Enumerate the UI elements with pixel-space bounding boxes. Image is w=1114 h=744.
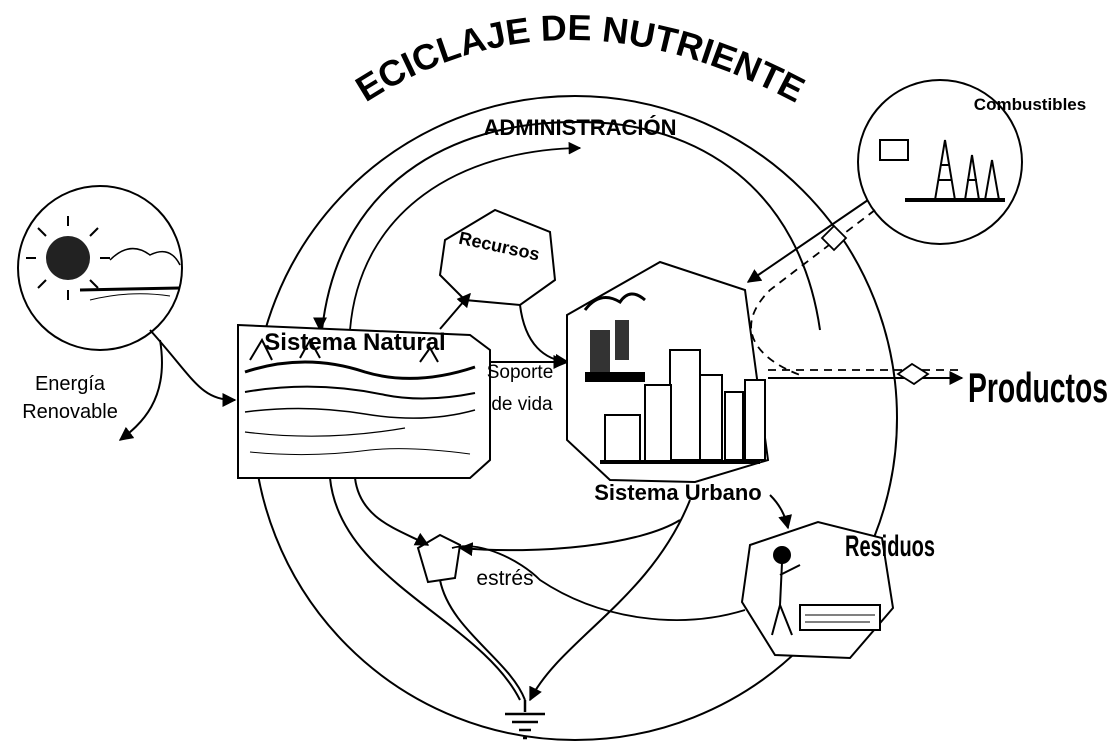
urbano-to-residuos-arrow [769,494,792,530]
urbano-to-sink-flow [529,499,691,702]
sistema-natural-label: Sistema Natural [264,329,445,356]
estres-label: estrés [476,567,533,590]
heat-sink-icon [505,700,545,740]
residuos-node [740,520,895,660]
combustibles-source: Combustibles [857,79,1086,245]
combustibles-dashed-flow [750,209,876,376]
oil-derrick-icon [879,139,1005,202]
natural-to-recursos-arrow [439,292,471,330]
sistema-urbano-label: Sistema Urbano [594,480,762,505]
waste-worker-icon [771,546,881,636]
landscape-icon [79,247,181,301]
recursos-node: Recursos [438,208,557,307]
estres-to-sink-flow [439,579,526,701]
residuos-label: Residuos [845,530,935,563]
administracion-arc [321,120,821,331]
natural-to-estres-arrow [354,477,430,546]
sistema-urbano-node [566,260,770,484]
administracion-label: ADMINISTRACIÓN [483,115,676,140]
natural-to-sink-flow [329,477,521,701]
sun-icon [26,216,110,300]
productos-exchange-icon [896,362,930,386]
soporte-label-line1: Soporte [487,362,554,383]
productos-label: Productos [968,364,1108,411]
energia-source [17,185,183,351]
recursos-to-urbano-arrow [519,304,570,368]
residuos-to-estres-flow [451,545,746,621]
nature-scene-icon [244,337,476,456]
administracion-arrow-inner [349,141,582,331]
soporte-label-line2: de vida [491,394,553,415]
energia-to-natural-arrow [149,329,237,407]
estres-node [416,533,462,584]
energia-loss-arrow [118,339,163,441]
combustibles-exchange-icon [820,224,848,252]
combustibles-label: Combustibles [974,95,1086,114]
diagram-title: RECICLAJE DE NUTRIENTES [0,0,811,110]
energia-label-line2: Renovable [22,401,118,423]
urbano-to-estres-arrow [458,519,681,557]
city-skyline-icon [600,349,766,464]
factory-icon [583,292,646,382]
sistema-natural-box: Sistema Natural [237,323,491,479]
combustibles-to-urbano-arrow [746,199,869,283]
energia-label-line1: Energía [35,373,106,395]
